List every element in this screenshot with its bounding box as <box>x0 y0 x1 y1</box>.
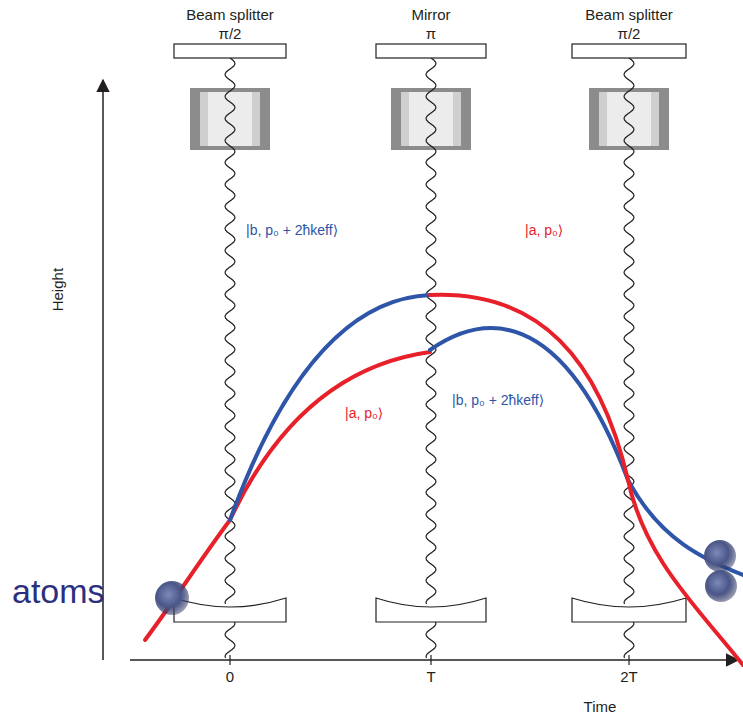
modulator-core <box>409 92 453 146</box>
pulse-angle: π/2 <box>219 25 242 42</box>
atom-cloud <box>155 581 189 615</box>
modulator-inner <box>200 92 260 146</box>
modulator-block <box>589 88 669 150</box>
trajectories <box>145 295 743 665</box>
atom-cloud <box>705 570 737 602</box>
red-trajectory <box>145 520 230 640</box>
atom-clouds <box>155 540 737 615</box>
modulator-block <box>391 88 471 150</box>
blue-trajectory <box>430 328 743 575</box>
bottom-mirror <box>174 598 286 622</box>
modulator-core <box>607 92 651 146</box>
state-label: |a, p₀⟩ <box>345 405 383 421</box>
blue-trajectory <box>230 295 430 520</box>
modulator-inner <box>401 92 461 146</box>
state-label: |a, p₀⟩ <box>525 222 563 238</box>
modulator-inner <box>599 92 659 146</box>
laser-beam <box>426 58 436 604</box>
tick-label: T <box>426 668 435 685</box>
top-mirror <box>572 44 686 58</box>
laser-beam <box>624 618 634 658</box>
laser-optics <box>174 44 686 622</box>
pulse-angle: π/2 <box>618 25 641 42</box>
state-label: |b, p₀ + 2ħkeff⟩ <box>246 222 338 238</box>
time-axis <box>130 659 738 661</box>
red-trajectory <box>430 295 743 665</box>
pulse-angle: π <box>426 25 436 42</box>
bottom-mirror <box>572 598 686 622</box>
modulator-block <box>190 88 270 150</box>
pulse-name: Mirror <box>411 6 450 23</box>
pulse-name: Beam splitter <box>186 6 274 23</box>
tick-label: 0 <box>226 668 234 685</box>
state-label: |b, p₀ + 2ħkeff⟩ <box>452 392 544 408</box>
laser-beam <box>225 618 235 658</box>
axes <box>103 80 738 660</box>
top-mirror <box>174 44 286 58</box>
laser-columns <box>190 58 669 665</box>
top-mirror <box>376 44 486 58</box>
atom-cloud <box>704 540 736 572</box>
atoms-label: atoms <box>12 572 105 611</box>
axis-title: Time <box>584 698 617 715</box>
red-trajectory <box>230 352 430 520</box>
laser-beam <box>624 58 634 604</box>
pulse-name: Beam splitter <box>585 6 673 23</box>
tick-label: 2T <box>620 668 638 685</box>
modulator-core <box>208 92 252 146</box>
axis-title: Height <box>49 268 66 311</box>
laser-beam <box>426 618 436 658</box>
bottom-mirror <box>376 598 486 622</box>
